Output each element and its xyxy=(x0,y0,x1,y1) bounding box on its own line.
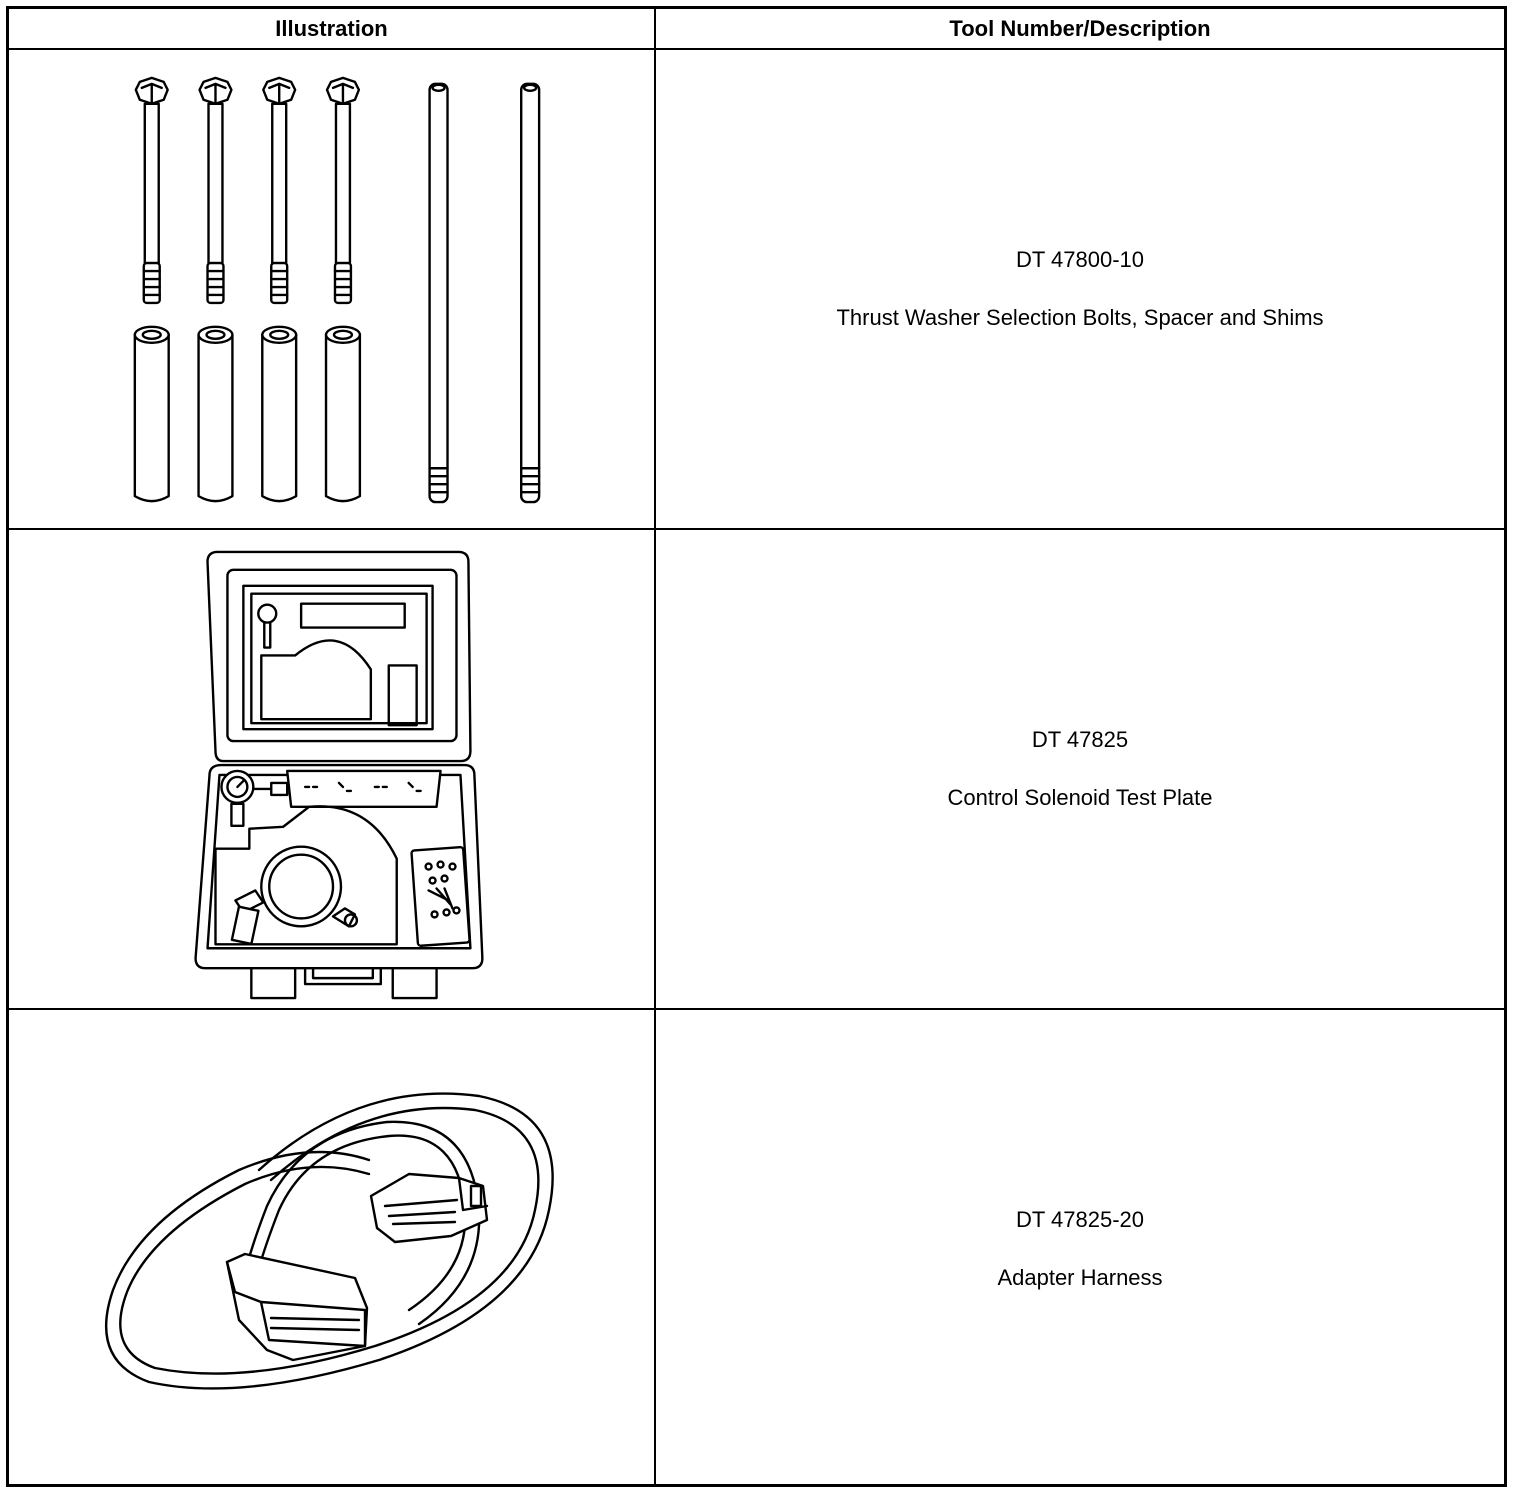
tool-description: Thrust Washer Selection Bolts, Spacer an… xyxy=(836,305,1324,330)
tool-description: Adapter Harness xyxy=(997,1264,1163,1290)
bolts-spacers-shims-illustration xyxy=(9,50,654,528)
tool-description: Control Solenoid Test Plate xyxy=(947,785,1213,810)
table-header-row: Illustration Tool Number/Description xyxy=(9,9,1504,50)
column-divider xyxy=(654,9,656,1484)
tool-description-cell: DT 47800-10 Thrust Washer Selection Bolt… xyxy=(656,50,1504,528)
table-row: DT 47800-10 Thrust Washer Selection Bolt… xyxy=(9,50,1504,530)
header-illustration: Illustration xyxy=(275,15,388,41)
table-row: DT 47825-20 Adapter Harness xyxy=(9,1010,1504,1487)
tool-number: DT 47800-10 xyxy=(1015,247,1144,272)
adapter-harness-illustration xyxy=(9,1010,654,1487)
test-plate-case-illustration xyxy=(9,530,654,1008)
header-tool-description: Tool Number/Description xyxy=(949,15,1211,41)
tool-table: Illustration Tool Number/Description xyxy=(6,6,1507,1487)
tool-description-cell: DT 47825 Control Solenoid Test Plate xyxy=(656,530,1504,1008)
tool-number: DT 47825-20 xyxy=(1015,1206,1144,1232)
tool-number: DT 47825 xyxy=(1031,727,1129,752)
table-row: DT 47825 Control Solenoid Test Plate xyxy=(9,530,1504,1010)
tool-description-cell: DT 47825-20 Adapter Harness xyxy=(656,1010,1504,1487)
